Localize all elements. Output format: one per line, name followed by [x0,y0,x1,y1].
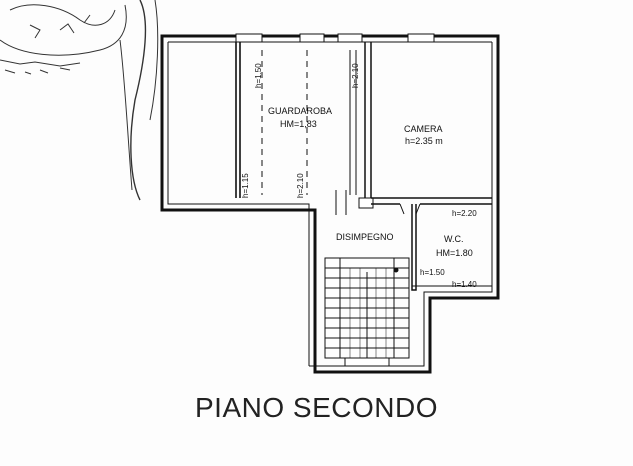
room-height-guardaroba: HM=1,83 [280,119,317,129]
height-annotation: h=2.10 [351,63,360,88]
height-annotation: h=1.40 [452,280,477,289]
height-annotation: h=1.50 [254,63,263,88]
room-height-wc: HM=1.80 [436,248,473,258]
staircase [324,257,410,367]
room-label-wc: W.C. [444,234,464,244]
height-annotation: h=1.50 [420,268,445,277]
room-height-camera: h=2.35 m [405,136,443,146]
outer-wall [160,34,500,374]
height-annotation: h=1.15 [241,173,250,198]
plan-title: PIANO SECONDO [195,392,438,423]
height-annotation: h=2.10 [296,173,305,198]
room-label-disimpegno: DISIMPEGNO [336,232,394,242]
seal-fragment [0,0,159,201]
room-label-camera: CAMERA [404,124,443,134]
room-label-guardaroba: GUARDAROBA [268,106,332,116]
height-annotation: h=2.20 [452,209,477,218]
walls [160,33,500,374]
